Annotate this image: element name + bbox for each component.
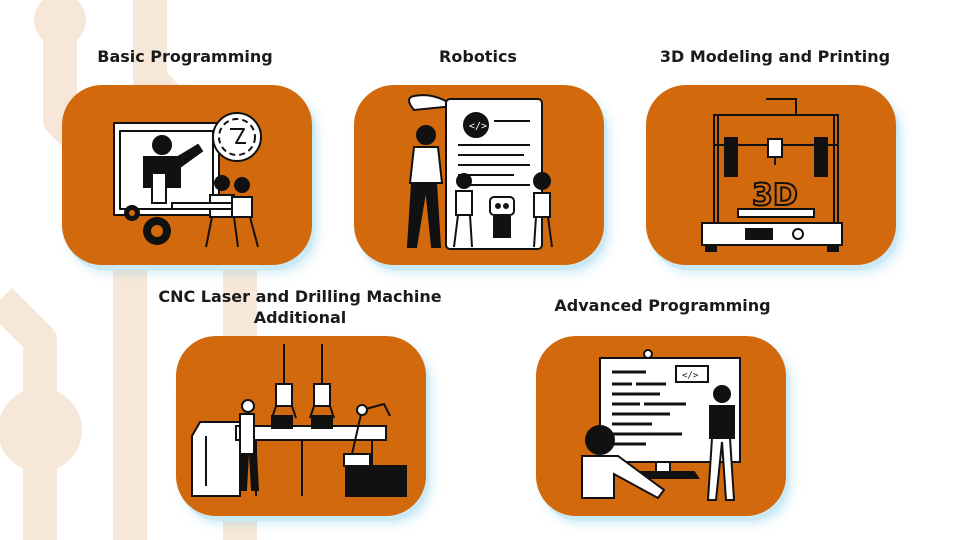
card-title-advanced-programming: Advanced Programming — [554, 296, 771, 315]
illustration-robot-building-icon: </> — [406, 94, 553, 250]
card-cnc-laser[interactable] — [176, 336, 426, 516]
card-advanced-programming[interactable]: </> — [536, 336, 786, 516]
illustration-factory-robot-arms-icon — [191, 344, 407, 497]
svg-text:3D: 3D — [752, 178, 798, 213]
card-3d-modeling[interactable]: 3D — [646, 85, 896, 265]
card-robotics[interactable]: </> — [354, 85, 604, 265]
svg-text:</>: </> — [682, 371, 699, 381]
illustration-3d-printer-icon: 3D — [701, 98, 843, 252]
illustration-developers-screen-icon: </> — [581, 349, 741, 501]
card-title-cnc: CNC Laser and Drilling Machine Additiona… — [140, 286, 460, 328]
card-title-cnc-line1: CNC Laser and Drilling Machine — [158, 287, 442, 306]
illustration-teacher-screen-icon — [113, 112, 262, 248]
card-basic-programming[interactable] — [62, 85, 312, 265]
card-title-3d-modeling: 3D Modeling and Printing — [659, 47, 891, 66]
card-title-robotics: Robotics — [439, 47, 517, 66]
svg-text:</>: </> — [469, 121, 487, 132]
card-title-basic-programming: Basic Programming — [97, 47, 273, 66]
card-title-cnc-line2: Additional — [253, 308, 347, 327]
